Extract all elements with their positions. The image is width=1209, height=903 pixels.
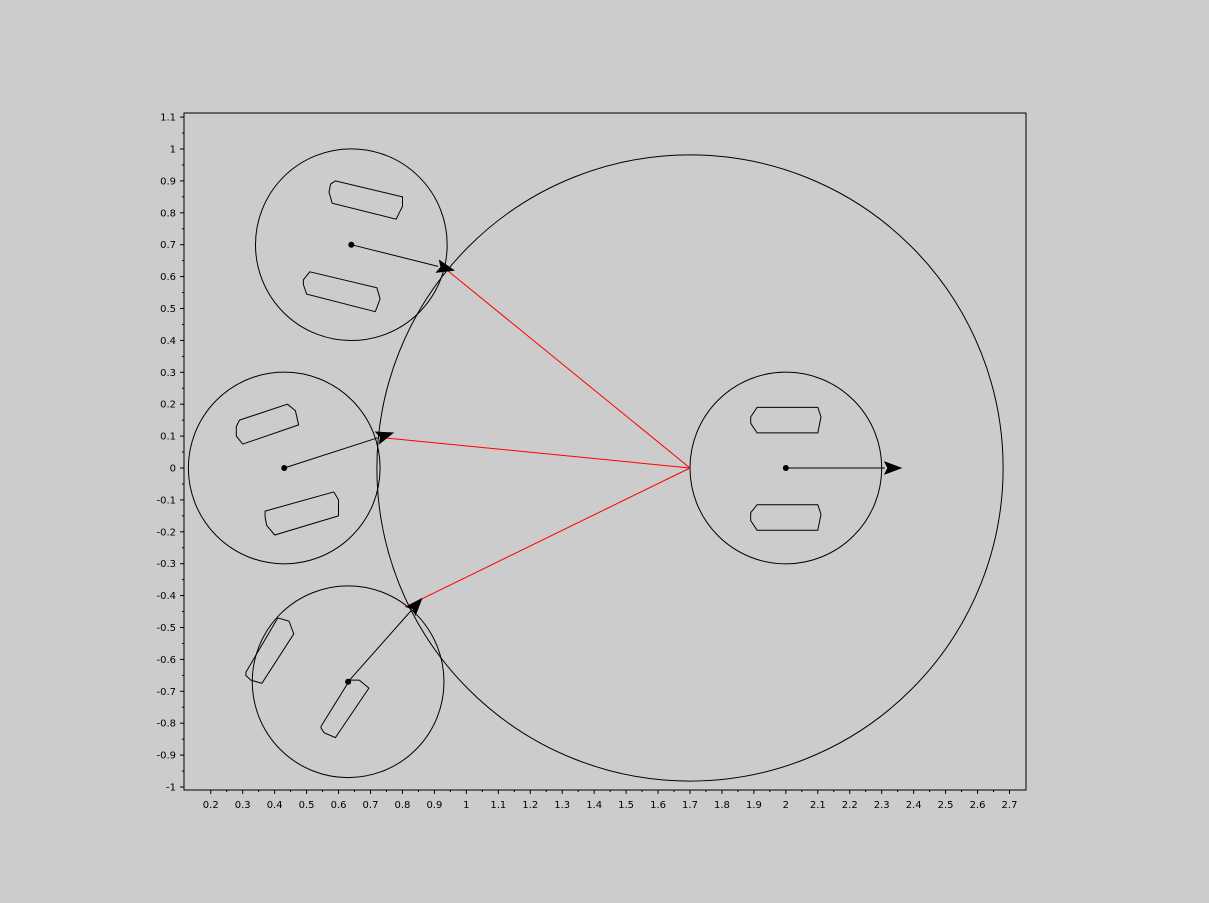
y-tick-label: 0.3 [160, 368, 176, 379]
x-tick-label: 2.4 [906, 800, 922, 811]
robot-center-dot-3 [281, 465, 288, 471]
heading-arrow-head-3 [374, 431, 395, 445]
x-tick-label: 0.2 [203, 800, 219, 811]
heading-arrow-shaft-4 [347, 610, 412, 683]
y-tick-label: -0.6 [156, 655, 176, 666]
robot-circle-2 [254, 148, 448, 342]
x-tick-label: 2.3 [874, 800, 890, 811]
wheel-polygon-6 [264, 491, 339, 536]
heading-arrow-head-2 [435, 259, 455, 273]
y-tick-label: -0.1 [156, 495, 176, 506]
y-tick-label: -0.2 [156, 527, 176, 538]
large-circle [376, 154, 1004, 782]
y-tick-label: 0 [170, 464, 176, 475]
x-tick-label: 2 [783, 800, 789, 811]
wheel-polygon-7 [245, 617, 295, 684]
x-tick-label: 1.7 [682, 800, 698, 811]
heading-arrow-shaft-2 [351, 244, 439, 267]
wheel-polygon-8 [320, 679, 370, 739]
y-tick-label: -0.4 [156, 591, 176, 602]
heading-arrow-head-1 [883, 461, 903, 475]
x-tick-label: 1.4 [586, 800, 602, 811]
plot-shapes [187, 148, 1004, 782]
x-tick-label: 1.1 [490, 800, 506, 811]
x-tick-label: 2.2 [842, 800, 858, 811]
red-link-1 [446, 269, 691, 469]
y-tick-label: 0.4 [160, 336, 176, 347]
x-tick-label: 1.2 [522, 800, 538, 811]
robot-center-dot-4 [345, 678, 352, 685]
x-axis-ticks: 0.2 0.3 0.4 0.5 0.6 0.7 0.8 0.9 1 1.1 1.2 1.3 1.4 1.5… [203, 790, 1018, 811]
y-tick-label: -1 [166, 783, 176, 794]
y-tick-label: -0.7 [156, 687, 176, 698]
red-link-2 [383, 437, 691, 469]
y-tick-label: 1.1 [160, 113, 176, 124]
y-tick-label: 0.5 [160, 304, 176, 315]
heading-arrow-head-4 [405, 597, 423, 617]
x-tick-label: 1.5 [618, 800, 634, 811]
y-tick-label: 0.1 [160, 432, 176, 443]
y-tick-label: 0.6 [160, 272, 176, 283]
x-tick-label: 1.9 [746, 800, 762, 811]
x-tick-label: 0.8 [394, 800, 410, 811]
x-tick-label: 0.7 [363, 800, 379, 811]
x-tick-label: 1.6 [650, 800, 666, 811]
x-tick-label: 0.9 [426, 800, 442, 811]
y-axis-ticks: -1 -0.9 -0.8 -0.7 -0.6 -0.5 -0.4 -0.3 -0.2 -0.1 0 0… [156, 113, 184, 794]
plot-area [183, 112, 1027, 791]
robot-center-dot-2 [348, 241, 355, 248]
x-tick-label: 2.6 [970, 800, 986, 811]
robot-circle-4 [251, 585, 445, 779]
y-tick-label: -0.8 [156, 719, 176, 730]
x-tick-label: 0.6 [331, 800, 347, 811]
x-tick-label: 2.5 [938, 800, 954, 811]
x-tick-label: 0.3 [235, 800, 251, 811]
y-tick-label: -0.9 [156, 751, 176, 762]
robot-center-dot-1 [782, 465, 789, 471]
y-tick-label: 0.7 [160, 240, 176, 251]
x-tick-label: 1.8 [714, 800, 730, 811]
red-link-3 [405, 467, 691, 608]
wheel-polygon-1 [750, 406, 822, 434]
y-tick-label: 0.8 [160, 208, 176, 219]
y-tick-label: 1 [170, 145, 176, 156]
wheel-polygon-3 [328, 180, 403, 220]
heading-arrow-shaft-3 [284, 437, 378, 469]
x-tick-label: 0.5 [299, 800, 315, 811]
x-tick-label: 1.3 [554, 800, 570, 811]
x-tick-label: 2.7 [1002, 800, 1018, 811]
y-tick-label: -0.3 [156, 559, 176, 570]
x-tick-label: 0.4 [267, 800, 283, 811]
wheel-polygon-5 [235, 403, 300, 445]
y-tick-label: -0.5 [156, 623, 176, 634]
robot-circle-3 [187, 371, 381, 565]
x-tick-label: 2.1 [810, 800, 826, 811]
wheel-polygon-2 [750, 504, 822, 531]
y-tick-label: 0.9 [160, 176, 176, 187]
y-tick-label: 0.2 [160, 400, 176, 411]
x-tick-label: 1 [463, 800, 469, 811]
wheel-polygon-4 [302, 271, 381, 313]
